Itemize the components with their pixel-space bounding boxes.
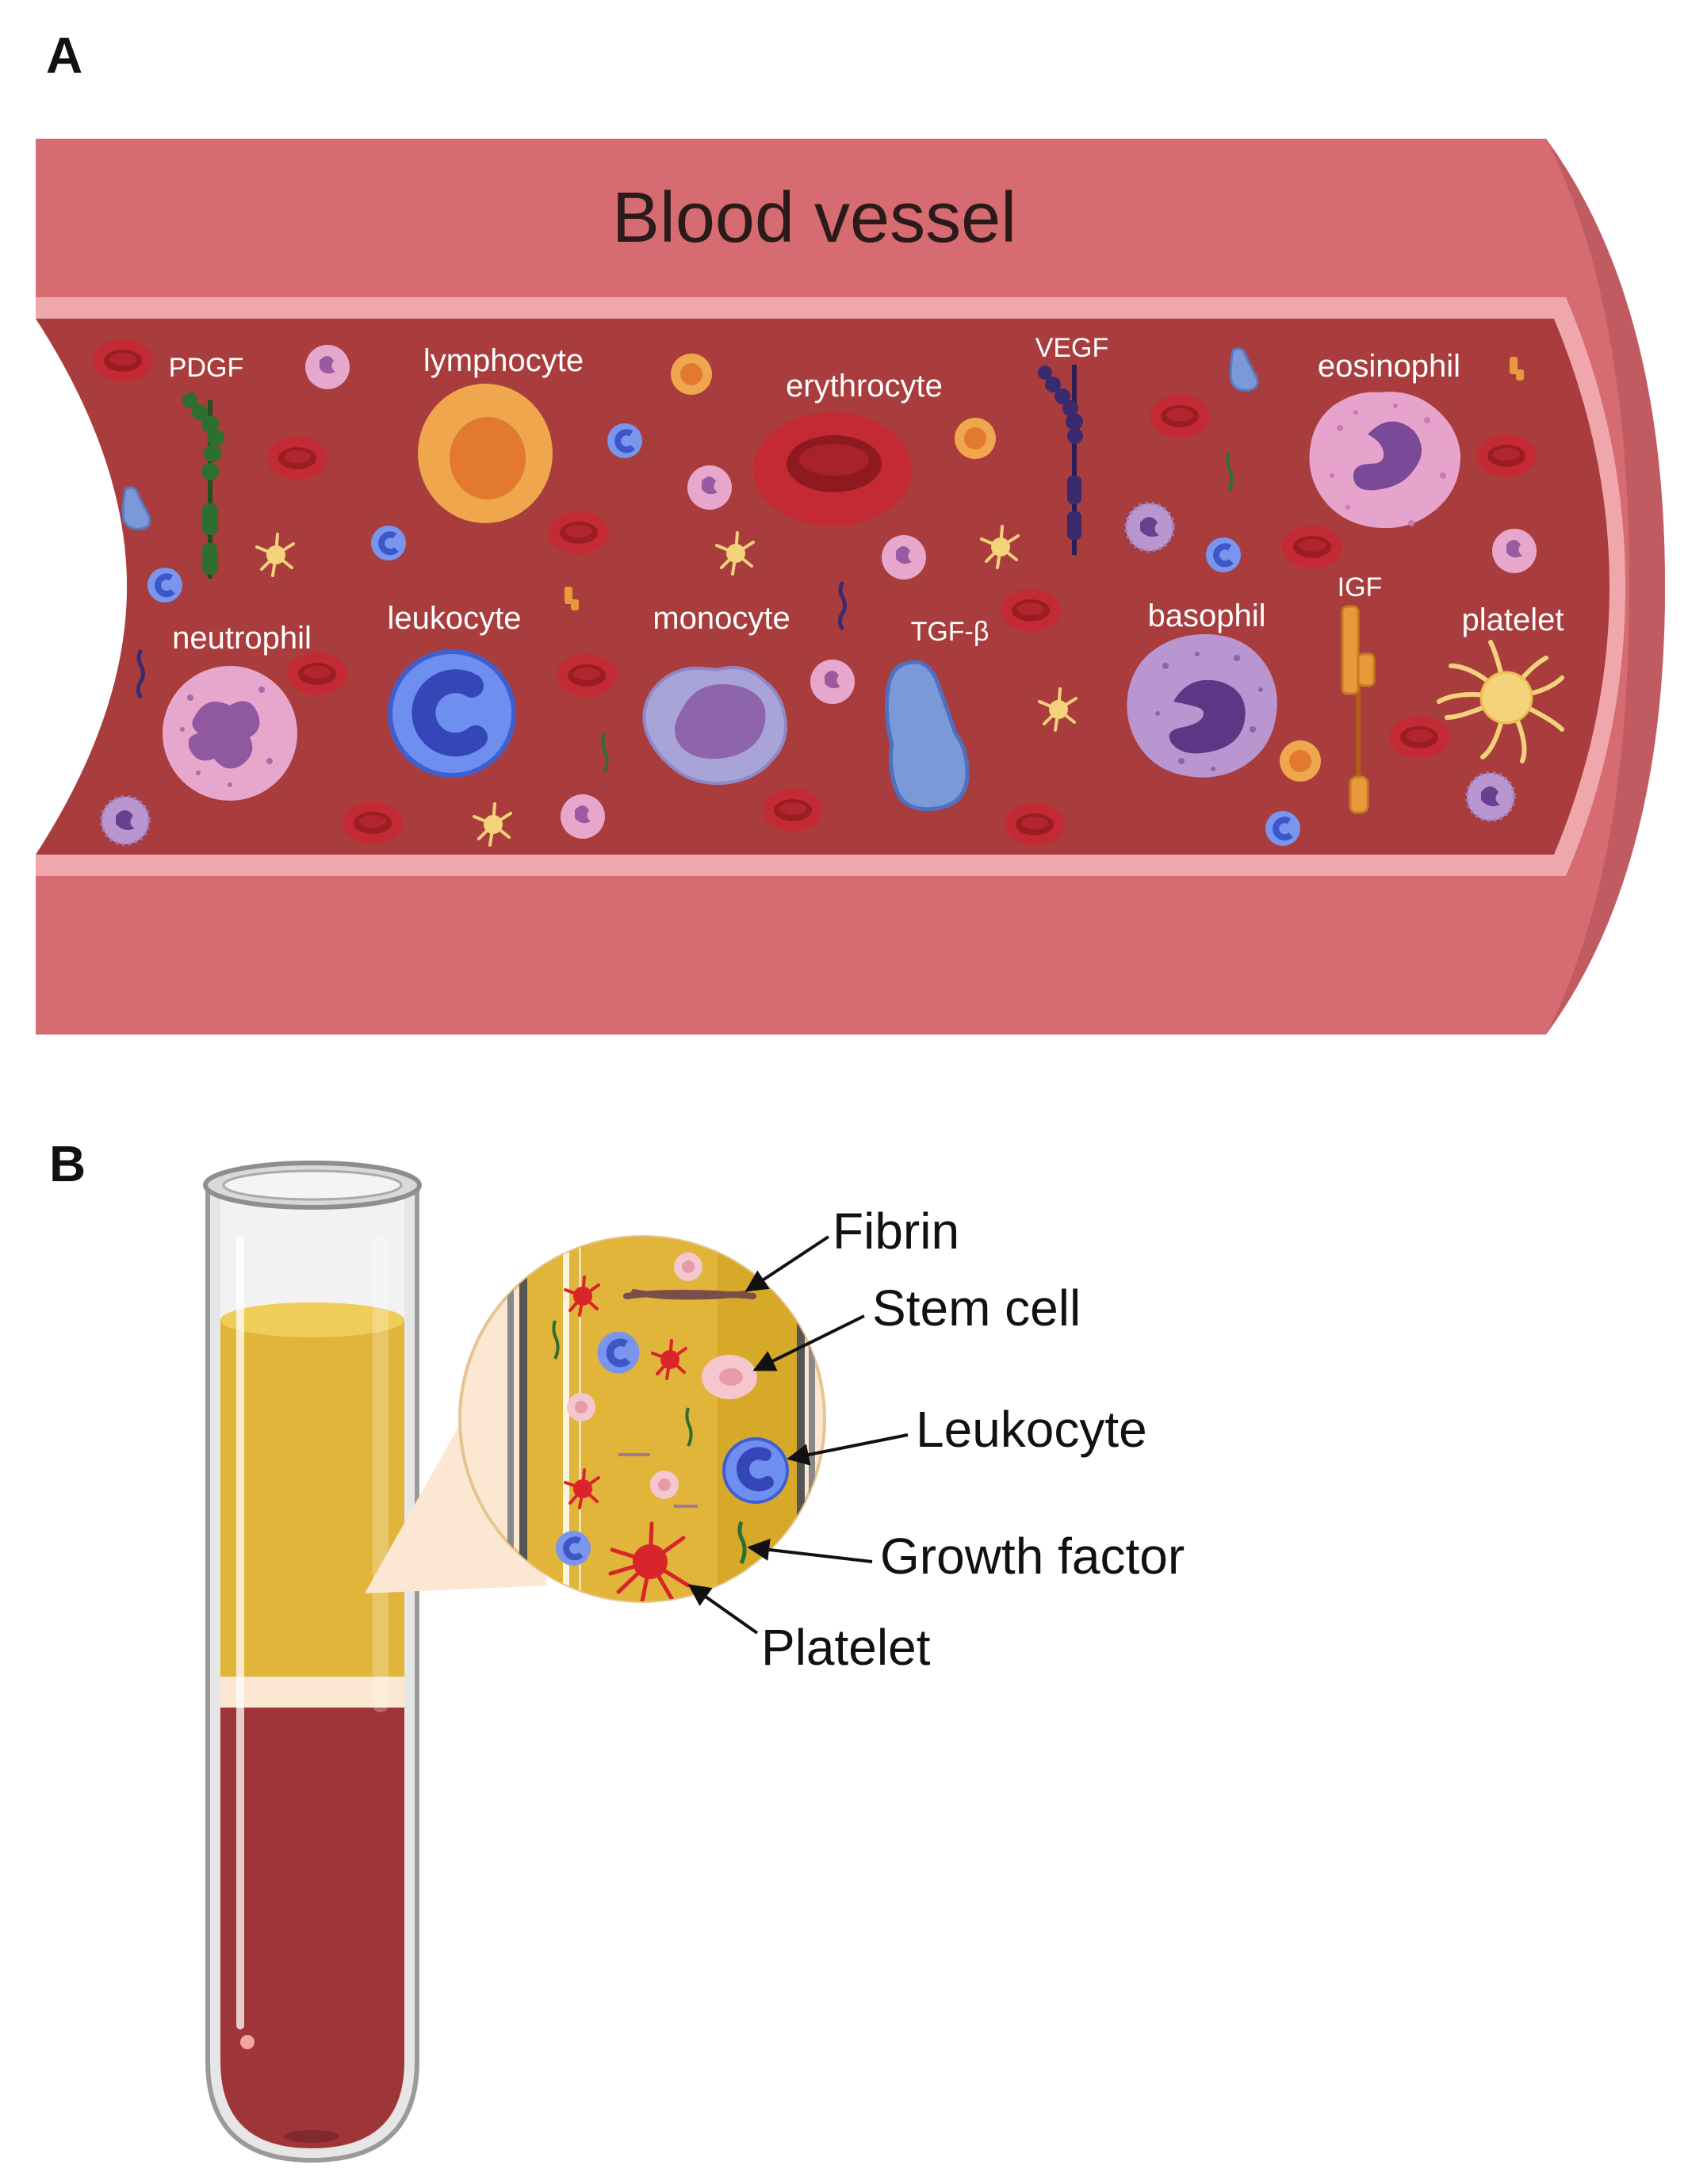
stem-cell xyxy=(702,1355,757,1399)
neutrophil-cell xyxy=(163,666,297,801)
cell-labels: PDGF lymphocyte erythrocyte VEGF eosinop… xyxy=(169,333,1564,656)
test-tube xyxy=(203,1161,422,2163)
magnified-platelet xyxy=(608,1521,691,1601)
igf-molecule xyxy=(1341,605,1376,814)
blood-vessel xyxy=(0,139,1665,1035)
arrow-growth-factor xyxy=(747,1539,873,1563)
label-tgf-beta: TGF-β xyxy=(911,617,989,647)
callout-platelet: Platelet xyxy=(761,1619,931,1676)
label-lymphocyte: lymphocyte xyxy=(423,343,584,378)
plasma-layer xyxy=(220,1320,404,1677)
label-pdgf: PDGF xyxy=(169,353,243,383)
buffy-coat xyxy=(220,1674,404,1708)
callout-stem-cell: Stem cell xyxy=(872,1279,1081,1337)
label-platelet: platelet xyxy=(1462,602,1564,637)
tgf-beta-molecule xyxy=(884,660,970,812)
label-neutrophil: neutrophil xyxy=(172,621,312,656)
callout-leukocyte: Leukocyte xyxy=(916,1401,1147,1458)
erythrocyte-cell xyxy=(753,412,912,526)
label-monocyte: monocyte xyxy=(653,601,790,636)
callout-growth-factor: Growth factor xyxy=(880,1528,1185,1585)
vessel-end-face xyxy=(1546,139,1665,1035)
vessel-opening xyxy=(0,319,127,855)
callout-arrows xyxy=(687,1235,909,1635)
label-igf: IGF xyxy=(1338,572,1383,602)
red-cell-fraction xyxy=(220,1704,404,2148)
arrow-stem-cell xyxy=(752,1314,865,1371)
label-erythrocyte: erythrocyte xyxy=(786,369,943,404)
panel-b-letter: B xyxy=(49,1135,86,1192)
arrow-leukocyte xyxy=(787,1433,909,1466)
platelet-cell xyxy=(1437,640,1564,763)
magnified-leukocyte xyxy=(722,1437,789,1504)
label-vegf: VEGF xyxy=(1035,333,1109,363)
label-eosinophil: eosinophil xyxy=(1318,349,1460,384)
basophil-cell xyxy=(1127,634,1277,778)
callout-fibrin: Fibrin xyxy=(833,1203,959,1260)
arrow-platelet xyxy=(687,1584,759,1635)
monocyte-cell xyxy=(642,666,787,786)
label-leukocyte: leukocyte xyxy=(388,601,522,636)
vessel-title: Blood vessel xyxy=(612,178,1016,258)
lymphocyte-cell xyxy=(418,384,553,523)
pdgf-molecule xyxy=(182,392,224,579)
callout-labels: Fibrin Stem cell Leukocyte Growth factor… xyxy=(761,1203,1185,1676)
leukocyte-cell xyxy=(388,649,516,778)
panel-a-letter: A xyxy=(46,27,82,84)
fibrin-strand xyxy=(623,1289,756,1300)
label-basophil: basophil xyxy=(1147,599,1265,633)
magnified-growth-factor xyxy=(737,1521,747,1565)
vegf-molecule xyxy=(1038,365,1083,555)
arrow-fibrin xyxy=(744,1235,830,1292)
eosinophil-cell xyxy=(1309,392,1460,529)
